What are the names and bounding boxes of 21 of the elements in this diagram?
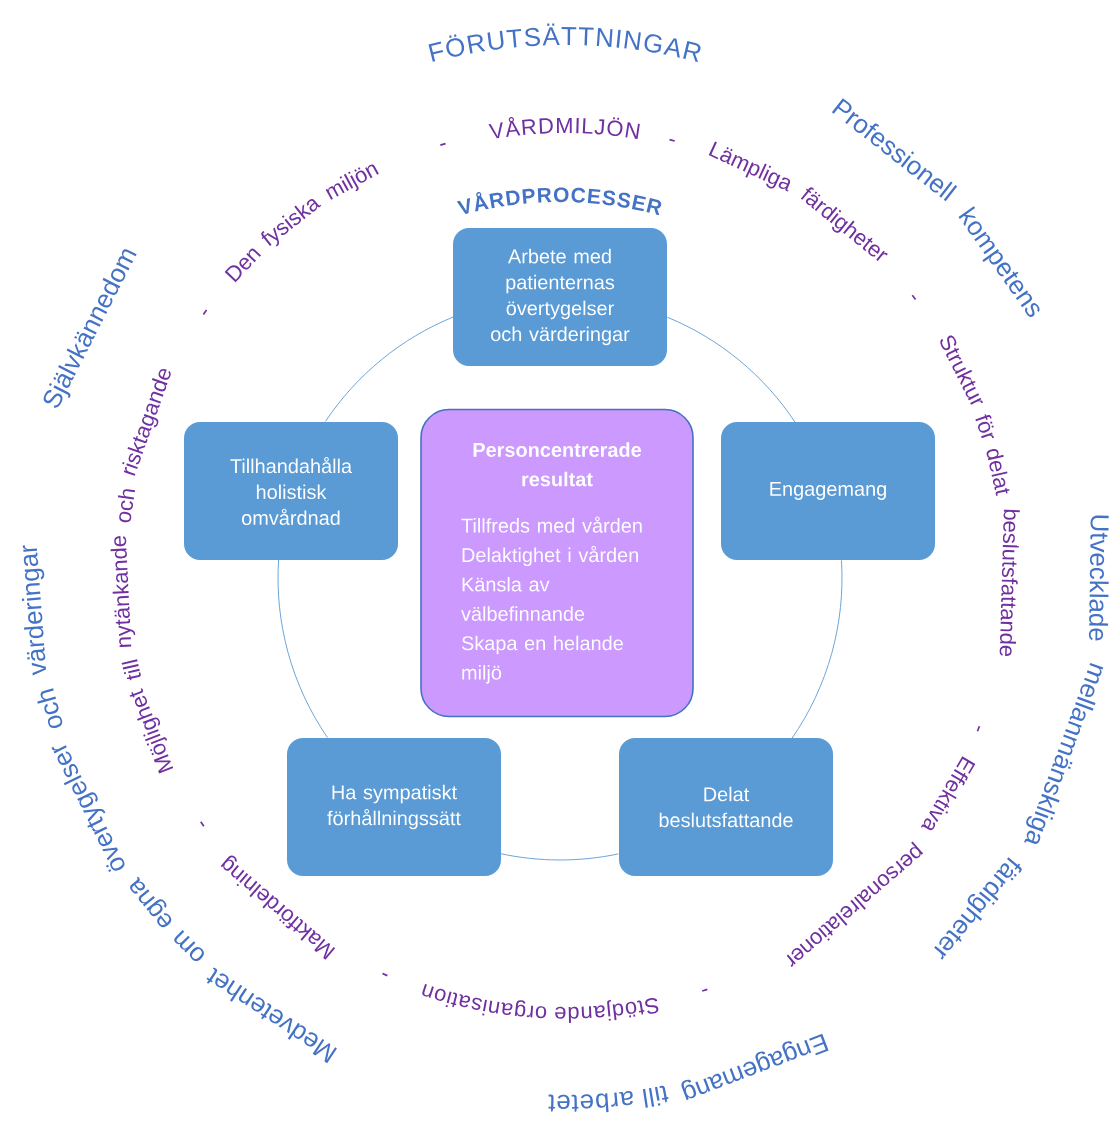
curved-label: - [701, 988, 708, 992]
process-box: Arbete med patienternas övertygelser och värderingar [453, 228, 667, 366]
curved-label: - [200, 821, 205, 827]
process-box: Delat beslutsfattande [619, 738, 833, 876]
ring-line [277, 559, 328, 739]
ring-line [325, 316, 454, 422]
ring-line [791, 559, 843, 739]
curved-label: - [976, 725, 981, 732]
process-box: Ha sympatiskt förhållningssätt [287, 738, 501, 876]
curved-label: VÅRDMILJÖN [488, 117, 640, 139]
process-box: Tillhandahålla holistisk omvårdnad [184, 422, 398, 560]
curved-label: - [669, 138, 675, 142]
process-box: Engagemang [721, 422, 935, 560]
curved-label: - [911, 294, 917, 300]
ring-line [499, 853, 619, 861]
curved-label: FÖRUTSÄTTNINGAR [428, 23, 701, 63]
ring-line [667, 316, 796, 424]
curved-label: - [440, 142, 446, 146]
curved-label: - [382, 972, 388, 977]
curved-label: - [202, 309, 208, 315]
outcome-box: Personcentrerade resultat Tillfreds med vården Delaktighet i vården Känsla av välbefinnande Skapa en helande miljö [420, 408, 694, 718]
